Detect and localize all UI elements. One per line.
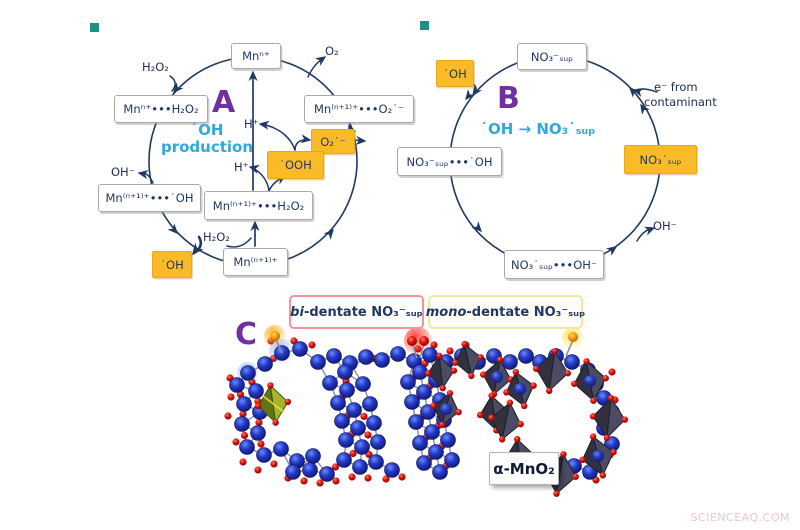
- panel-a-caption: ˙OH production: [157, 122, 257, 156]
- frame-marker-right: [420, 21, 429, 30]
- highlight-no3-radical: NO₃˙ₛᵤₚ: [624, 145, 697, 174]
- node-mn: Mnⁿ⁺: [231, 43, 281, 69]
- bidentate-label: bi-dentate NO₃⁻ₛᵤₚ: [289, 295, 424, 329]
- panel-b-letter: B: [497, 81, 520, 116]
- frame-marker-left: [90, 23, 99, 32]
- label-h-plus-upper: H⁺: [244, 117, 259, 131]
- node-mn1-h2o2: Mn⁽ⁿ⁺¹⁾⁺•••H₂O₂: [204, 191, 313, 220]
- node-mn-h2o2: Mnⁿ⁺•••H₂O₂: [114, 95, 208, 123]
- label-electron-line2: contaminant: [644, 95, 717, 109]
- panel-a-caption-line1: ˙OH: [190, 121, 224, 139]
- node-mn1: Mn⁽ⁿ⁺¹⁾⁺: [223, 248, 288, 276]
- node-no3-sup: NO₃⁻ₛᵤₚ: [517, 43, 587, 70]
- label-o2: O₂: [325, 44, 339, 58]
- crystal-structure-figure: [224, 325, 629, 497]
- label-electron-line1: e⁻ from: [654, 80, 698, 94]
- highlight-superoxide: O₂˙⁻: [311, 129, 355, 154]
- label-h2o2-top: H₂O₂: [142, 60, 169, 74]
- highlight-hydroxyl: ˙OH: [152, 251, 192, 278]
- node-mn1-oh: Mn⁽ⁿ⁺¹⁾⁺•••˙OH: [98, 184, 201, 212]
- watermark: SCIENCEAQ.COM: [690, 511, 790, 524]
- label-oh-minus-a: OH⁻: [111, 165, 135, 179]
- node-mn1-superoxide: Mn⁽ⁿ⁺¹⁾⁺•••O₂˙⁻: [304, 95, 414, 123]
- node-no3sup-oh: NO₃⁻ₛᵤₚ•••˙OH: [397, 147, 502, 176]
- monodentate-label: mono-dentate NO₃⁻ₛᵤₚ: [425, 295, 586, 329]
- alpha-mno2-label: α-MnO₂: [489, 452, 559, 485]
- panel-c-letter: C: [235, 317, 258, 352]
- monodentate-prefix: mono: [425, 304, 467, 320]
- bidentate-rest: -dentate NO₃⁻ₛᵤₚ: [303, 304, 423, 320]
- monodentate-rest: -dentate NO₃⁻ₛᵤₚ: [466, 304, 586, 320]
- highlight-hydroperoxyl: ˙OOH: [267, 151, 324, 179]
- label-h-plus-lower: H⁺: [234, 160, 249, 174]
- node-no3sup-ohminus: NO₃˙ₛᵤₚ•••OH⁻: [504, 250, 604, 279]
- panel-a-caption-line2: production: [160, 138, 254, 156]
- panel-b-caption: ˙OH → NO₃˙ₛᵤₚ: [480, 120, 596, 138]
- panel-a-letter: A: [212, 85, 236, 120]
- label-h2o2-bottom: H₂O₂: [203, 230, 230, 244]
- highlight-oh-b: ˙OH: [436, 60, 474, 87]
- label-oh-minus-b: OH⁻: [653, 219, 677, 233]
- bidentate-prefix: bi: [290, 304, 304, 320]
